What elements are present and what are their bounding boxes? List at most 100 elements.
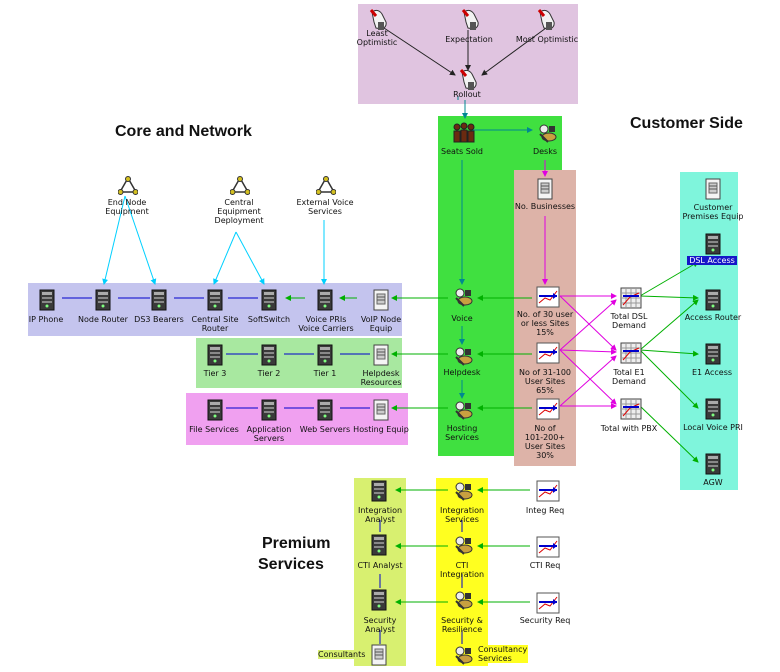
hosting-region (186, 393, 408, 445)
softswitch-icon[interactable] (260, 289, 278, 311)
e1-access-label: E1 Access (691, 368, 733, 377)
e1-access-icon[interactable] (704, 343, 722, 365)
most-optimistic-icon[interactable] (536, 8, 555, 30)
dsl-access-icon[interactable] (704, 233, 722, 255)
local-voice-pri-icon[interactable] (704, 398, 722, 420)
integ-req-icon[interactable] (536, 480, 560, 502)
integration-analyst-icon[interactable] (370, 480, 388, 502)
heading-premium: Premium (262, 535, 331, 552)
hosting-equip-icon[interactable] (372, 399, 390, 421)
security-resilience-icon[interactable] (452, 589, 473, 610)
small-sites-icon[interactable] (536, 286, 560, 308)
desks-icon[interactable] (536, 122, 557, 143)
softswitch-label: SoftSwitch (247, 315, 291, 324)
heading-services: Services (258, 556, 324, 573)
cti-req-label: CTI Req (529, 561, 561, 570)
file-services-icon[interactable] (206, 399, 224, 421)
cti-analyst-icon[interactable] (370, 534, 388, 556)
voip-node-icon[interactable] (372, 289, 390, 311)
heading-core-network: Core and Network (115, 123, 252, 140)
consultancy-services-icon[interactable] (452, 644, 473, 665)
expectation-icon[interactable] (460, 8, 479, 30)
application-servers-icon[interactable] (260, 399, 278, 421)
integration-services-icon[interactable] (452, 480, 473, 501)
total-pbx-label: Total with PBX (600, 424, 658, 433)
access-router-label: Access Router (684, 313, 742, 322)
total-pbx-icon[interactable] (620, 398, 642, 420)
hosting-equip-label: Hosting Equip (353, 425, 409, 434)
security-req-label: Security Req (519, 616, 571, 625)
access-router-icon[interactable] (704, 289, 722, 311)
most-optimistic-label: Most Optimistic (515, 35, 579, 44)
seats-sold-label: Seats Sold (440, 147, 484, 156)
least-optimistic-icon[interactable] (368, 8, 387, 30)
tier1-icon[interactable] (316, 344, 334, 366)
tier2-label: Tier 2 (257, 369, 281, 378)
central-equipment-icon[interactable] (230, 176, 250, 195)
rollout-label: Rollout (453, 90, 481, 99)
node-router-icon[interactable] (94, 289, 112, 311)
customer-premises-icon[interactable] (704, 178, 722, 200)
voice-icon[interactable] (452, 286, 473, 307)
no-businesses-icon[interactable] (536, 178, 554, 200)
medium-sites-icon[interactable] (536, 342, 560, 364)
security-req-icon[interactable] (536, 592, 560, 614)
security-analyst-icon[interactable] (370, 589, 388, 611)
rollout-icon[interactable] (458, 68, 477, 90)
node-router-label: Node Router (78, 315, 128, 324)
central-site-router-icon[interactable] (206, 289, 224, 311)
ds3-bearers-label: DS3 Bearers (134, 315, 184, 324)
agw-icon[interactable] (704, 453, 722, 475)
helpdesk-resources-icon[interactable] (372, 344, 390, 366)
local-voice-pri-label: Local Voice PRI (683, 423, 743, 432)
tier2-icon[interactable] (260, 344, 278, 366)
agw-label: AGW (703, 478, 723, 487)
customer-region (680, 172, 738, 490)
total-dsl-demand-icon[interactable] (620, 287, 642, 309)
end-node-equipment-icon[interactable] (118, 176, 138, 195)
cti-req-icon[interactable] (536, 536, 560, 558)
file-services-label: File Services (189, 425, 239, 434)
helpdesk-label: Helpdesk (443, 368, 481, 377)
desks-label: Desks (532, 147, 558, 156)
security-resilience-label: Security &Resilience (441, 616, 483, 634)
external-voice-icon[interactable] (316, 176, 336, 195)
total-e1-demand-icon[interactable] (620, 342, 642, 364)
hosting-services-icon[interactable] (452, 399, 473, 420)
seats-sold-icon[interactable] (452, 122, 475, 143)
consultants-icon[interactable] (370, 644, 388, 666)
helpdesk-icon[interactable] (452, 345, 473, 366)
ip-phone-icon[interactable] (38, 289, 56, 311)
voice-label: Voice (451, 314, 473, 323)
ds3-bearers-icon[interactable] (150, 289, 168, 311)
no-businesses-label: No. Businesses (514, 202, 576, 211)
heading-customer-side: Customer Side (630, 115, 743, 132)
web-servers-icon[interactable] (316, 399, 334, 421)
cti-integration-icon[interactable] (452, 534, 473, 555)
tier1-label: Tier 1 (313, 369, 337, 378)
expectation-label: Expectation (445, 35, 493, 44)
cti-analyst-label: CTI Analyst (357, 561, 403, 570)
voice-pri-icon[interactable] (316, 289, 334, 311)
tier3-icon[interactable] (206, 344, 224, 366)
integ-req-label: Integ Req (525, 506, 565, 515)
large-sites-icon[interactable] (536, 398, 560, 420)
